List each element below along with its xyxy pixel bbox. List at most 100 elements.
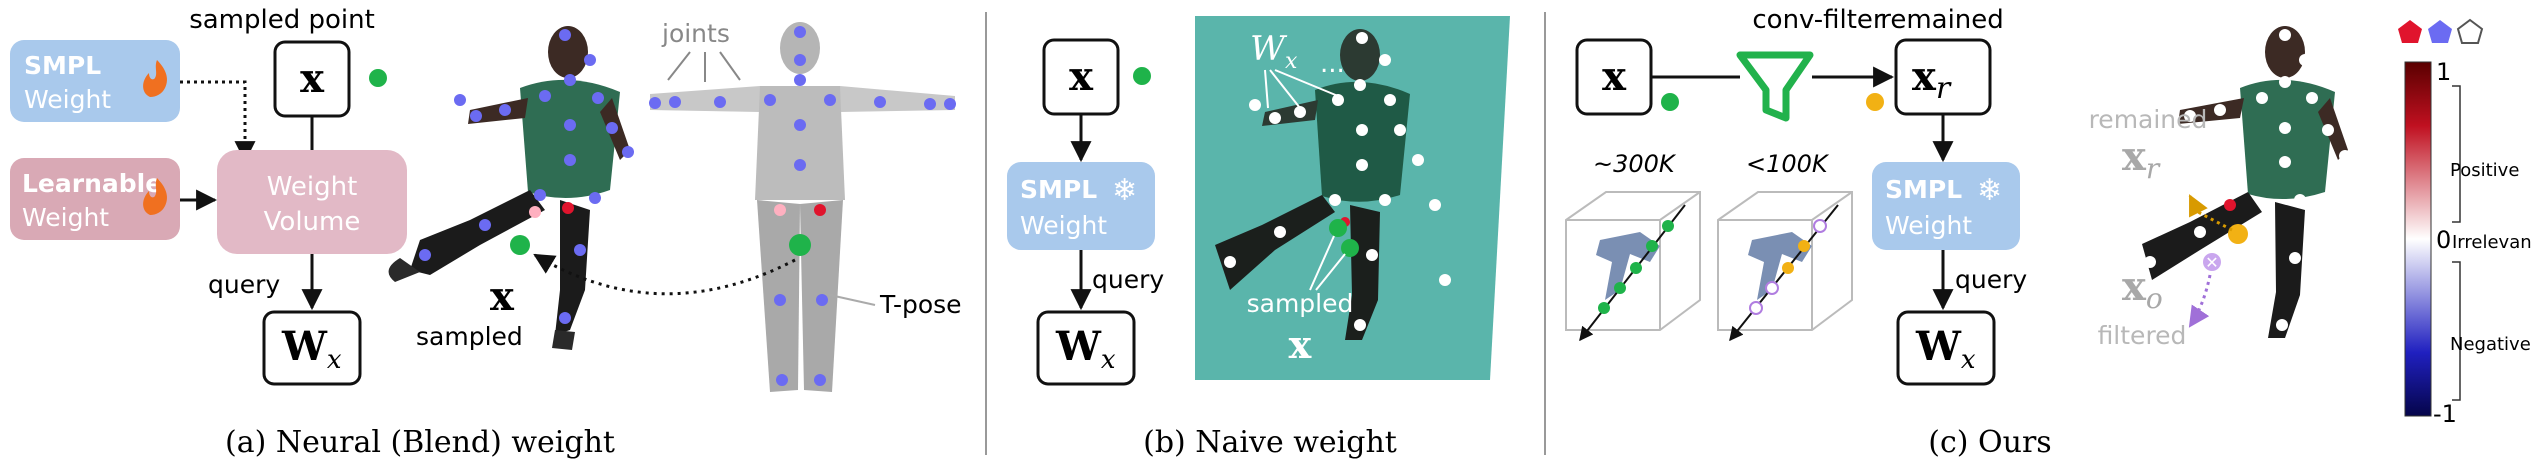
point-cube-after bbox=[1717, 191, 1853, 342]
conv-filter-label: conv-filter bbox=[1752, 5, 1884, 35]
xr-overlay-subscript: r bbox=[2146, 152, 2161, 185]
x-symbol: x bbox=[1602, 53, 1627, 100]
green-sample-dot bbox=[510, 235, 530, 255]
smpl-weight-line2: Weight bbox=[24, 85, 111, 114]
weight-volume-box bbox=[217, 150, 407, 254]
panel-c: x conv-filter remained xr ~300K <100K bbox=[1565, 5, 2351, 460]
remained-arrow bbox=[2188, 194, 2233, 232]
x-symbol: x bbox=[1069, 53, 1094, 100]
colorbar-negative-label: Negative bbox=[2450, 334, 2531, 355]
fire-icon bbox=[143, 60, 168, 97]
xo-overlay-symbol: xo bbox=[2122, 263, 2163, 315]
sampled-x-symbol: x bbox=[490, 273, 515, 320]
colorbar-bracket-bottom bbox=[2452, 261, 2461, 401]
colorbar-positive-label: Positive bbox=[2450, 160, 2519, 181]
colorbar-min-label: -1 bbox=[2433, 400, 2457, 428]
sampled-label: sampled bbox=[416, 322, 523, 351]
legend-white-pentagon-icon bbox=[2456, 18, 2484, 44]
panel-a: SMPL Weight Learnable Weight Weight Volu… bbox=[10, 5, 962, 460]
green-sample-dot bbox=[789, 234, 811, 256]
fire-icon bbox=[143, 178, 168, 215]
red-joint bbox=[562, 202, 574, 214]
colorbar-max-label: 1 bbox=[2436, 58, 2451, 86]
learnable-weight-box bbox=[10, 158, 180, 240]
red-joint bbox=[2224, 199, 2236, 211]
sampled-x-symbol: x bbox=[1289, 322, 1312, 367]
sampled-pointers bbox=[1309, 235, 1346, 291]
snowflake-icon: ❄ bbox=[1112, 173, 1137, 208]
legend-blue-pentagon-icon bbox=[2428, 20, 2452, 43]
query-label: query bbox=[1955, 265, 2027, 294]
w-symbol: Wx bbox=[1915, 323, 1976, 375]
remained-overlay-label: remained bbox=[2089, 105, 2208, 134]
colorbar: 1 Positive 0 Irrelevant Negative -1 bbox=[2398, 18, 2532, 428]
dotted-arrow-smpl-to-volume bbox=[180, 80, 256, 163]
filtered-label: filtered bbox=[2098, 321, 2187, 350]
wx-box bbox=[1036, 310, 1136, 386]
posed-human-figure bbox=[2142, 26, 2348, 338]
colorbar-bracket-top bbox=[2452, 85, 2461, 223]
tpose-label: T-pose bbox=[879, 290, 962, 319]
xr-overlay-symbol: xr bbox=[2122, 133, 2161, 185]
joints-pointer bbox=[667, 51, 741, 82]
learnable-weight-line1: Learnable bbox=[22, 169, 162, 198]
ellipsis-label: ... bbox=[1320, 49, 1345, 79]
learnable-weight-line2: Weight bbox=[22, 203, 109, 232]
caption-c: (c) Ours bbox=[1928, 425, 2051, 460]
green-sample-dot bbox=[1133, 67, 1151, 85]
dotted-mapping-arrow bbox=[533, 253, 796, 296]
smpl-weight-line1: SMPL bbox=[24, 51, 101, 80]
weight-volume-line2: Volume bbox=[264, 207, 361, 237]
wx-box bbox=[1896, 310, 1996, 386]
white-joints bbox=[1224, 32, 1451, 331]
smpl-weight-box bbox=[10, 40, 180, 122]
smpl-weight-line1: SMPL bbox=[1020, 175, 1097, 204]
colorbar-zero-label: 0 bbox=[2436, 226, 2451, 254]
xo-overlay-subscript: o bbox=[2146, 282, 2163, 315]
point-cube-before bbox=[1565, 191, 1701, 342]
legend-red-pentagon-icon bbox=[2398, 20, 2422, 43]
green-sample-dot bbox=[1661, 93, 1679, 111]
w-symbol: Wx bbox=[281, 323, 342, 375]
query-label: query bbox=[208, 270, 280, 299]
smpl-weight-line2: Weight bbox=[1885, 211, 1972, 240]
xr-symbol: xr bbox=[1912, 53, 1952, 106]
xr-subscript: r bbox=[1936, 71, 1952, 106]
caption-a: (a) Neural (Blend) weight bbox=[225, 425, 615, 460]
yellow-remained-dot bbox=[1866, 93, 1884, 111]
white-joints bbox=[2144, 29, 2351, 331]
green-sample-dot bbox=[1341, 239, 1359, 257]
colorbar-irrelevant-label: Irrelevant bbox=[2452, 232, 2532, 253]
filtered-dot bbox=[2201, 251, 2223, 273]
count-before: ~300K bbox=[1593, 150, 1677, 178]
smpl-weight-box bbox=[1872, 162, 2020, 250]
x-symbol: x bbox=[300, 55, 325, 102]
wx-pointers bbox=[1264, 69, 1339, 109]
weight-volume-line1: Weight bbox=[267, 172, 358, 202]
query-label: query bbox=[1092, 265, 1164, 294]
filtered-cross-icon: ✕ bbox=[2205, 253, 2218, 272]
red-joint bbox=[814, 204, 826, 216]
smpl-weight-box bbox=[1007, 162, 1155, 250]
red-joint bbox=[774, 204, 786, 216]
green-sample-dot bbox=[369, 69, 387, 87]
colorbar-gradient bbox=[2404, 61, 2432, 417]
panel-b: x SMPL Weight ❄ query Wx bbox=[1007, 16, 1510, 460]
remained-label: remained bbox=[1880, 5, 2004, 35]
caption-b: (b) Naive weight bbox=[1143, 425, 1397, 460]
tpose-pointer bbox=[829, 294, 876, 306]
w-subscript: x bbox=[1101, 345, 1116, 375]
green-sample-dot bbox=[1329, 219, 1347, 237]
yellow-remained-dot bbox=[2228, 224, 2248, 244]
posed-joints bbox=[419, 29, 634, 324]
count-after: <100K bbox=[1746, 150, 1830, 178]
filtered-arrow bbox=[2188, 274, 2212, 328]
wx-overlay-symbol: Wx bbox=[1250, 29, 1298, 74]
wx-box bbox=[262, 310, 362, 386]
w-subscript: x bbox=[1961, 345, 1976, 375]
wx-overlay-subscript: x bbox=[1285, 49, 1298, 74]
w-subscript: x bbox=[327, 345, 342, 375]
w-symbol: Wx bbox=[1055, 323, 1116, 375]
joints-label: joints bbox=[661, 19, 730, 48]
sampled-label: sampled bbox=[1247, 289, 1354, 318]
